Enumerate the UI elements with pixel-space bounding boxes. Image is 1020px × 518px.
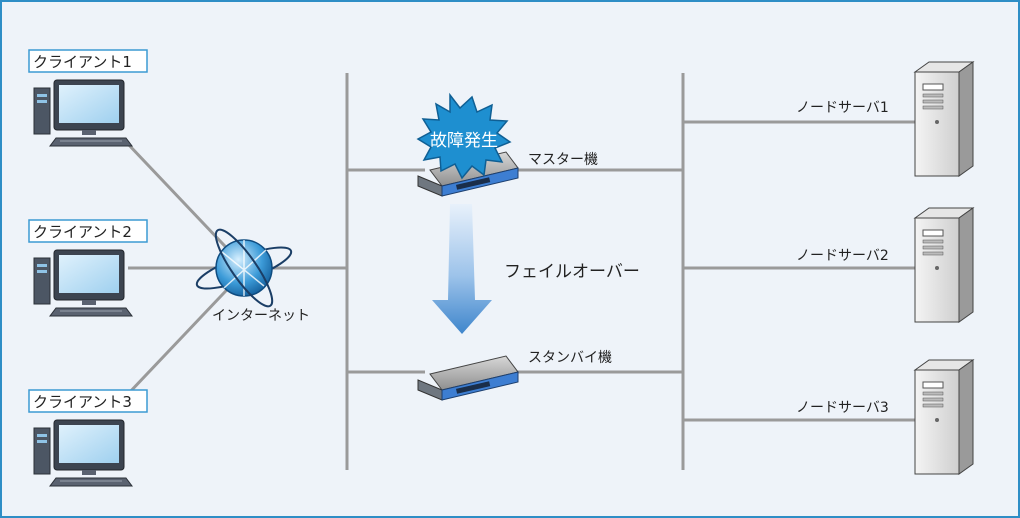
client-label-1: クライアント1 (28, 49, 148, 73)
svg-text:クライアント3: クライアント3 (33, 393, 132, 411)
client-computer-icon-3 (33, 419, 133, 487)
failover-arrow (432, 204, 492, 334)
master-label: マスター機 (528, 152, 598, 168)
failure-burst-badge: 故障発生 (416, 92, 512, 180)
standby-label: スタンバイ機 (528, 350, 612, 366)
client-label-3: クライアント3 (28, 389, 148, 413)
svg-text:故障発生: 故障発生 (430, 131, 498, 151)
node-server-tower-icon-1 (913, 61, 975, 177)
failover-label: フェイルオーバー (504, 262, 640, 282)
internet-globe-icon (195, 228, 293, 308)
node-server-tower-icon-2 (913, 207, 975, 323)
standby-server-icon (417, 355, 519, 401)
internet-label: インターネット (212, 308, 310, 324)
svg-text:クライアント2: クライアント2 (33, 223, 132, 241)
client-label-2: クライアント2 (28, 219, 148, 243)
client-computer-icon-1 (33, 79, 133, 147)
node-server-label-2: ノードサーバ2 (796, 248, 889, 264)
node-server-tower-icon-3 (913, 359, 975, 475)
node-server-label-1: ノードサーバ1 (796, 100, 889, 116)
svg-text:クライアント1: クライアント1 (33, 53, 132, 71)
client-computer-icon-2 (33, 249, 133, 317)
network-lines (126, 73, 915, 470)
node-server-label-3: ノードサーバ3 (796, 400, 889, 416)
